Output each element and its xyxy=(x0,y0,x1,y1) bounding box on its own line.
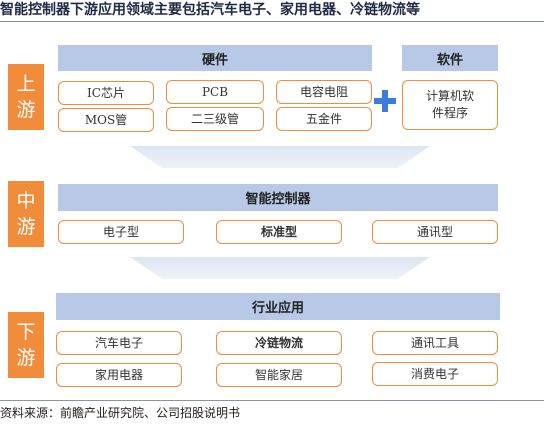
hardware-item-diode-triode: 二三级管 xyxy=(166,107,264,131)
software-header: 软件 xyxy=(402,45,498,71)
downstream-item-auto-electronics: 汽车电子 xyxy=(56,331,182,355)
page-title: 智能控制器下游应用领域主要包括汽车电子、家用电器、冷链物流等 xyxy=(0,2,420,18)
hardware-item-pcb: PCB xyxy=(166,80,264,104)
stage-downstream-char-2: 游 xyxy=(16,347,36,369)
plus-icon xyxy=(374,90,396,112)
downstream-item-cold-chain: 冷链物流 xyxy=(216,331,342,355)
flow-arrow-up-to-mid xyxy=(130,146,430,168)
stage-midstream-char-1: 中 xyxy=(16,190,36,212)
source-note: 资料来源：前瞻产业研究院、公司招股说明书 xyxy=(0,406,241,420)
title-divider xyxy=(0,21,544,22)
stage-midstream-label: 中 游 xyxy=(8,181,44,247)
downstream-item-smart-home: 智能家居 xyxy=(216,363,342,387)
hardware-item-capacitor-resistor: 电容电阻 xyxy=(276,80,372,104)
stage-downstream-label: 下 游 xyxy=(8,312,44,378)
hardware-header: 硬件 xyxy=(58,45,372,71)
downstream-item-communication-tools: 通讯工具 xyxy=(372,331,498,355)
midstream-header: 智能控制器 xyxy=(58,184,498,211)
flow-arrow-mid-to-down xyxy=(130,257,430,279)
downstream-header: 行业应用 xyxy=(56,293,500,320)
downstream-item-consumer-electronics: 消费电子 xyxy=(372,362,498,386)
downstream-item-home-appliances: 家用电器 xyxy=(56,363,182,387)
stage-midstream-char-2: 游 xyxy=(16,216,36,238)
software-item-program: 计算机软件程序 xyxy=(402,80,498,130)
stage-upstream-char-1: 上 xyxy=(16,73,36,95)
midstream-item-communication: 通讯型 xyxy=(372,220,498,244)
stage-downstream-char-1: 下 xyxy=(16,321,36,343)
source-divider xyxy=(0,400,544,401)
hardware-item-hardware-parts: 五金件 xyxy=(276,107,372,131)
hardware-item-ic-chip: IC芯片 xyxy=(58,81,154,105)
stage-upstream-label: 上 游 xyxy=(8,64,44,130)
midstream-item-standard: 标准型 xyxy=(216,220,342,244)
stage-upstream-char-2: 游 xyxy=(16,99,36,121)
midstream-item-electronic: 电子型 xyxy=(58,220,184,244)
hardware-item-mos-tube: MOS管 xyxy=(58,108,154,132)
